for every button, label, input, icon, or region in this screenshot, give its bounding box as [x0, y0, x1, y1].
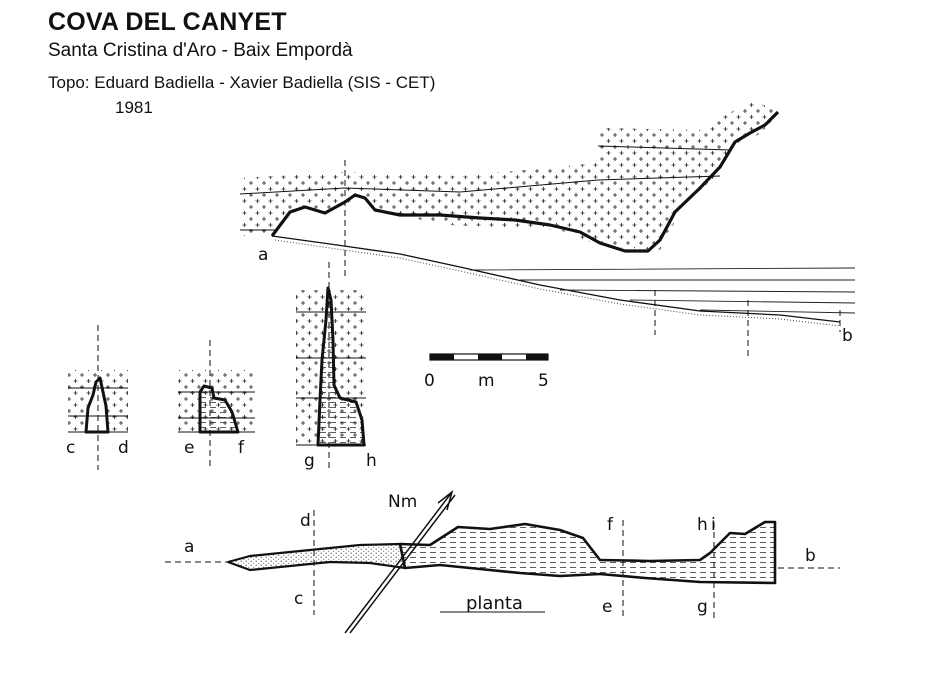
plan-label-b: b — [805, 546, 816, 566]
survey-authors: Topo: Eduard Badiella - Xavier Badiella … — [48, 73, 436, 92]
cross-section-ef: e f — [178, 340, 255, 470]
plan-label-d: d — [300, 511, 311, 531]
plan-entrance-sediment — [226, 542, 407, 572]
location-subtitle: Santa Cristina d'Aro - Baix Empordà — [48, 40, 353, 61]
section-label-d: d — [118, 438, 129, 458]
plan-view: Nm planta a b c d e f g h i — [165, 489, 840, 634]
plan-axis-ab — [165, 561, 840, 569]
scale-unit-label: m — [478, 371, 495, 391]
cave-floor-line — [271, 235, 841, 323]
strata-line-gh — [296, 311, 366, 399]
survey-title: COVA DEL CANYET — [48, 8, 287, 36]
plan-label-g: g — [697, 597, 708, 617]
strata-line-ef — [178, 391, 255, 419]
plan-label-f: f — [607, 515, 614, 535]
section-label-h: h — [366, 451, 377, 471]
section-label-e: e — [184, 438, 194, 458]
plan-label-a: a — [184, 537, 194, 557]
scale-end-label: 5 — [538, 371, 549, 391]
plan-title-label: planta — [466, 593, 523, 614]
plan-lake-outline — [398, 520, 777, 585]
plan-label-e: e — [602, 597, 612, 617]
section-label-b: b — [842, 326, 853, 346]
section-label-a: a — [258, 245, 268, 265]
cross-section-gh: g h — [296, 262, 377, 471]
plan-label-h: h — [697, 515, 708, 535]
scale-bar: 0 m 5 — [424, 353, 549, 391]
survey-year: 1981 — [115, 98, 153, 117]
cross-section-cd: c d — [66, 325, 129, 470]
north-label: Nm — [388, 492, 417, 512]
water-lines — [469, 267, 856, 314]
section-label-c: c — [66, 438, 75, 458]
passage-outline-cd — [84, 376, 110, 434]
plan-label-i: i — [711, 515, 716, 535]
section-markers — [344, 160, 841, 358]
plan-section-markers — [313, 510, 715, 620]
plan-label-c: c — [294, 589, 303, 609]
section-label-f: f — [238, 438, 245, 458]
strata-line — [239, 145, 731, 231]
section-label-g: g — [304, 451, 315, 471]
longitudinal-section: a b — [239, 100, 856, 358]
north-arrow — [344, 489, 456, 634]
rock-mass — [240, 100, 780, 250]
scale-start-label: 0 — [424, 371, 435, 391]
